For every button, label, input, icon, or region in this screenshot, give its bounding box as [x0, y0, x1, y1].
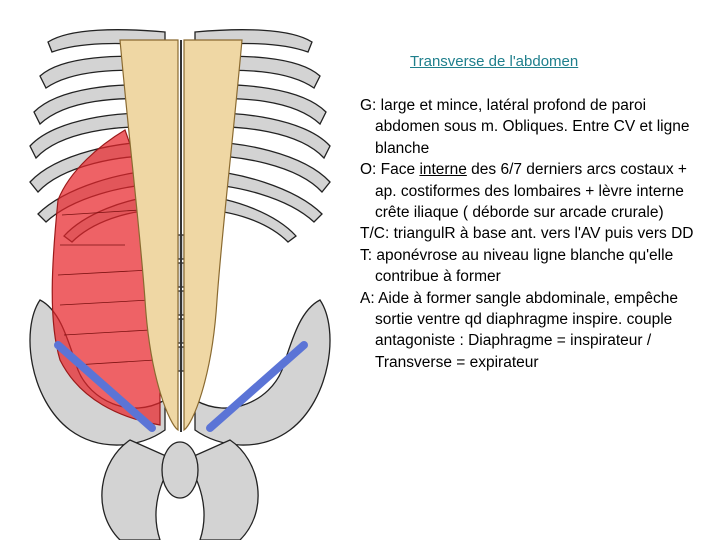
- inguinal-ligament-right: [206, 341, 308, 432]
- paragraph-o-before: O: Face: [360, 161, 420, 179]
- slide-title: Transverse de l'abdomen: [410, 53, 579, 70]
- inguinal-ligament-left: [54, 341, 156, 432]
- aponeurosis: [119, 39, 243, 432]
- paragraph-g: G: large et mince, latéral profond de pa…: [360, 97, 690, 157]
- muscle-fibers: [57, 209, 156, 366]
- anatomy-illustration: [29, 29, 331, 540]
- paragraph-tc: T/C: triangulR à base ant. vers l'AV pui…: [360, 225, 694, 243]
- paragraph-a: A: Aide à former sangle abdominale, empê…: [360, 289, 678, 371]
- paragraph-o-after: des 6/7 derniers arcs costaux + ap. cost…: [375, 161, 687, 222]
- transverse-muscle: [51, 129, 161, 426]
- description-text: G: large et mince, latéral profond de pa…: [360, 95, 710, 373]
- paragraph-t: T: aponévrose au niveau ligne blanche qu…: [360, 246, 674, 286]
- paragraph-o-underlined: interne: [419, 161, 467, 179]
- paragraph-o: O: Face interne des 6/7 derniers arcs co…: [360, 159, 710, 223]
